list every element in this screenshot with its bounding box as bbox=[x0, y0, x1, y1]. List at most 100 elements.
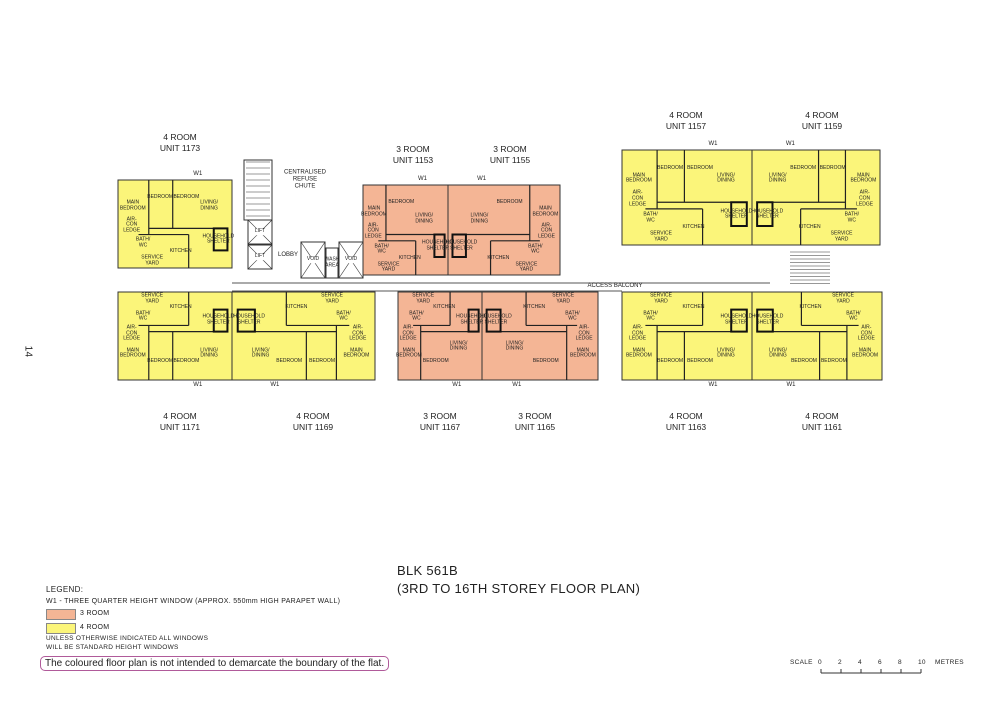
legend-heading: LEGEND: bbox=[46, 585, 84, 594]
unit-type: 3 ROOM bbox=[518, 411, 552, 421]
unit-type: 4 ROOM bbox=[805, 411, 839, 421]
room-service-yard: SERVICE YARD bbox=[377, 261, 400, 273]
unit-number: UNIT 1157 bbox=[665, 121, 707, 131]
void-label: VOID bbox=[344, 256, 358, 263]
unit-type: 4 ROOM bbox=[669, 110, 703, 120]
unit-1169 bbox=[231, 291, 376, 381]
room-living-dining: LIVING/ DINING bbox=[505, 339, 524, 352]
room-aircon-ledge: AIR-CON LEDGE bbox=[349, 324, 367, 343]
room-aircon-ledge: AIR-CON LEDGE bbox=[123, 216, 141, 234]
unit-outline bbox=[621, 149, 753, 246]
lift-label: LIFT bbox=[254, 228, 266, 235]
room-household-shelter: HOUSEHOLD SHELTER bbox=[480, 313, 512, 326]
room-bath: BATH/ WC bbox=[135, 310, 151, 322]
household-shelter bbox=[756, 308, 774, 333]
unit-outline bbox=[447, 184, 561, 276]
scale-tick-label: 4 bbox=[858, 659, 862, 666]
room-aircon-ledge: AIR-CON LEDGE bbox=[575, 324, 593, 343]
room-service-yard: SERVICE YARD bbox=[650, 230, 672, 243]
room-household-shelter: HOUSEHOLD SHELTER bbox=[456, 313, 488, 326]
room-bedroom: BEDROOM bbox=[819, 165, 846, 172]
unit-number: UNIT 1161 bbox=[801, 422, 843, 432]
room-kitchen: KITCHEN bbox=[398, 255, 421, 261]
room-kitchen: KITCHEN bbox=[487, 255, 510, 261]
room-main-bedroom: MAIN BEDROOM bbox=[395, 347, 422, 359]
unit-outline bbox=[481, 291, 599, 381]
window-tag-w1: W1 bbox=[193, 382, 203, 389]
window-tag-w1: W1 bbox=[270, 382, 280, 389]
unit-type: 4 ROOM bbox=[163, 132, 197, 142]
room-household-shelter: HOUSEHOLD SHELTER bbox=[421, 239, 454, 252]
room-bedroom: BEDROOM bbox=[388, 199, 415, 206]
unit-outline bbox=[362, 184, 449, 276]
unit-1165 bbox=[481, 291, 599, 381]
household-shelter bbox=[433, 233, 446, 258]
room-household-shelter: HOUSEHOLD SHELTER bbox=[202, 233, 235, 245]
room-kitchen: KITCHEN bbox=[682, 304, 705, 311]
room-bath: BATH/ WC bbox=[565, 310, 580, 322]
room-living-dining: LIVING/ DINING bbox=[769, 347, 787, 359]
unit-type: 4 ROOM bbox=[669, 411, 703, 421]
room-main-bedroom: MAIN BEDROOM bbox=[625, 347, 652, 359]
legend-swatch-4-room bbox=[46, 623, 76, 634]
block-title: BLK 561B bbox=[397, 563, 458, 578]
room-main-bedroom: MAIN BEDROOM bbox=[569, 347, 596, 359]
unit-1153 bbox=[362, 184, 449, 276]
room-living-dining: LIVING/ DINING bbox=[768, 171, 787, 184]
unit-number: UNIT 1169 bbox=[292, 422, 334, 432]
room-service-yard: SERVICE YARD bbox=[412, 292, 435, 305]
room-service-yard: SERVICE YARD bbox=[141, 254, 164, 266]
unit-1159 bbox=[751, 149, 881, 246]
unit-type: 4 ROOM bbox=[296, 411, 330, 421]
room-main-bedroom: MAIN BEDROOM bbox=[852, 347, 879, 359]
room-living-dining: LIVING/ DINING bbox=[200, 347, 219, 359]
room-main-bedroom: MAIN BEDROOM bbox=[625, 171, 652, 184]
room-service-yard: SERVICE YARD bbox=[321, 292, 344, 305]
room-service-yard: SERVICE YARD bbox=[515, 261, 538, 273]
scale-tick-label: 10 bbox=[918, 659, 926, 666]
staircase bbox=[243, 159, 273, 221]
window-tag-w1: W1 bbox=[512, 382, 522, 389]
unit-number: UNIT 1171 bbox=[159, 422, 201, 432]
room-kitchen: KITCHEN bbox=[169, 248, 192, 255]
room-bedroom: BEDROOM bbox=[820, 358, 847, 365]
unit-1157 bbox=[621, 149, 753, 246]
room-aircon-ledge: AIR-CON LEDGE bbox=[629, 324, 647, 343]
room-living-dining: LIVING/ DINING bbox=[415, 212, 434, 225]
unit-outline bbox=[117, 179, 233, 269]
room-bath: BATH/ WC bbox=[374, 243, 389, 255]
room-bedroom: BEDROOM bbox=[532, 358, 559, 365]
scale-tick-label: 2 bbox=[838, 659, 842, 666]
household-shelter bbox=[730, 308, 748, 333]
room-service-yard: SERVICE YARD bbox=[552, 292, 575, 305]
lift-label: LIFT bbox=[254, 253, 266, 260]
room-main-bedroom: MAIN BEDROOM bbox=[361, 205, 387, 217]
wash-area-label: WASH AREA bbox=[324, 256, 340, 268]
legend-note-2: WILL BE STANDARD HEIGHT WINDOWS bbox=[46, 644, 179, 651]
block-subtitle: (3RD TO 16TH STOREY FLOOR PLAN) bbox=[397, 581, 641, 596]
room-aircon-ledge: AIR-CON LEDGE bbox=[857, 324, 875, 343]
window-tag-w1: W1 bbox=[786, 382, 796, 389]
room-bedroom: BEDROOM bbox=[309, 358, 335, 365]
room-household-shelter: HOUSEHOLD SHELTER bbox=[233, 313, 265, 326]
window-tag-w1: W1 bbox=[418, 176, 427, 183]
room-aircon-ledge: AIR-CON LEDGE bbox=[629, 190, 647, 208]
room-kitchen: KITCHEN bbox=[523, 304, 546, 311]
room-kitchen: KITCHEN bbox=[169, 304, 192, 311]
scale-tick-label: 8 bbox=[898, 659, 902, 666]
room-aircon-ledge: AIR-CON LEDGE bbox=[123, 324, 141, 343]
window-tag-w1: W1 bbox=[785, 141, 795, 148]
unit-type: 3 ROOM bbox=[493, 144, 527, 154]
room-main-bedroom: MAIN BEDROOM bbox=[850, 171, 877, 184]
household-shelter bbox=[730, 201, 748, 227]
room-bedroom: BEDROOM bbox=[173, 358, 200, 365]
room-living-dining: LIVING/ DINING bbox=[449, 339, 468, 352]
room-service-yard: SERVICE YARD bbox=[141, 292, 164, 305]
unit-outline bbox=[751, 149, 881, 246]
